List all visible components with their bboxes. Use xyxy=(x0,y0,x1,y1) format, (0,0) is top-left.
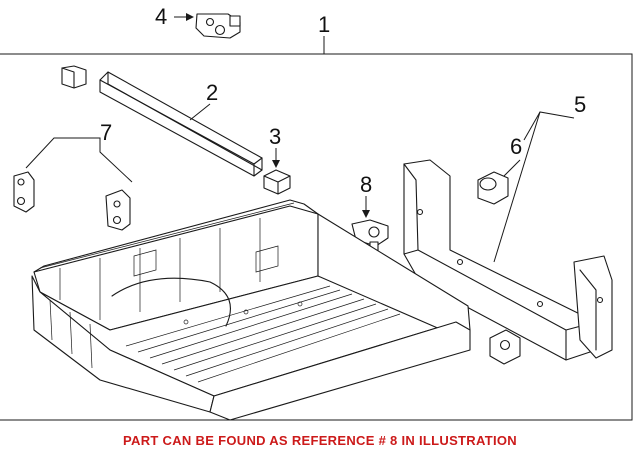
leader-7 xyxy=(25,137,133,183)
diagram-frame xyxy=(0,53,633,421)
arrow-3 xyxy=(272,160,280,168)
callout-7: 7 xyxy=(100,120,113,145)
callout-4: 4 xyxy=(155,4,168,29)
part-4-bracket xyxy=(195,13,241,39)
leader-6 xyxy=(503,159,521,177)
part-6-bumper xyxy=(477,171,509,205)
arrow-8 xyxy=(362,210,370,218)
reference-note: PART CAN BE FOUND AS REFERENCE # 8 IN IL… xyxy=(123,433,517,448)
leader-5b xyxy=(523,111,541,141)
floor-bolt xyxy=(297,301,303,307)
part-3-block xyxy=(263,169,291,195)
callout-5: 5 xyxy=(574,92,587,117)
part-2-cross-sill xyxy=(61,65,263,177)
part-7-brackets xyxy=(13,171,131,231)
lower-bracket xyxy=(489,329,521,365)
callout-3: 3 xyxy=(269,124,282,149)
floor-bolt xyxy=(183,319,189,325)
arrow-4 xyxy=(186,13,194,21)
leader-2 xyxy=(189,103,211,121)
callout-8: 8 xyxy=(360,172,373,197)
part-1-pickup-box xyxy=(31,199,471,421)
part-5-crossmember xyxy=(403,159,613,361)
callout-2: 2 xyxy=(206,80,219,105)
floor-bolt xyxy=(243,309,249,315)
callout-1: 1 xyxy=(318,12,331,37)
callout-6: 6 xyxy=(510,134,523,159)
